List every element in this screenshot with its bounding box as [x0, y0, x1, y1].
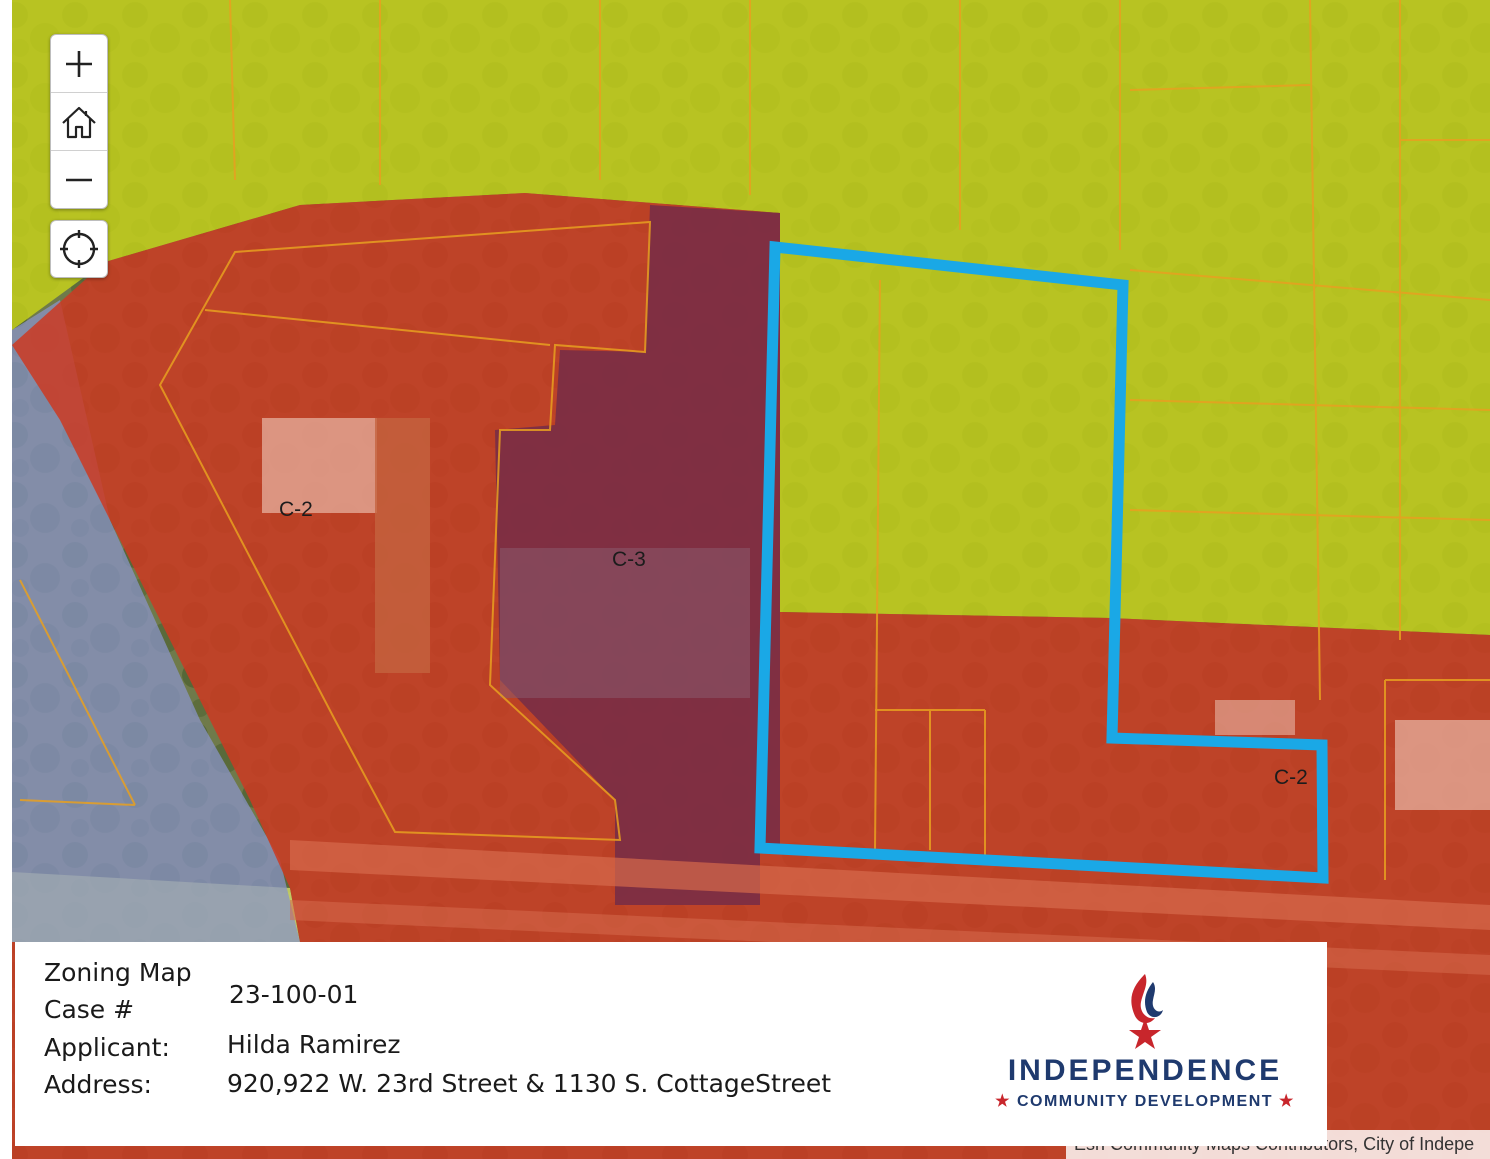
applicant-value: Hilda Ramirez — [227, 1030, 401, 1059]
zoom-in-button[interactable] — [51, 35, 107, 93]
crosshair-icon — [60, 230, 98, 268]
map-controls — [50, 34, 108, 209]
minus-icon — [66, 178, 92, 181]
plus-icon — [66, 50, 92, 77]
applicant-label: Applicant: — [44, 1033, 170, 1062]
brand-subtitle: COMMUNITY DEVELOPMENT — [1016, 1093, 1274, 1110]
home-button[interactable] — [51, 93, 107, 151]
address-label: Address: — [44, 1070, 152, 1099]
case-label: Case # — [44, 995, 135, 1024]
zone-label-c2-east: C-2 — [1274, 766, 1308, 789]
address-value: 920,922 W. 23rd Street & 1130 S. Cottage… — [227, 1069, 832, 1098]
zoom-out-button[interactable] — [51, 151, 107, 208]
home-icon — [62, 106, 96, 138]
legend-title: Zoning Map — [44, 958, 192, 987]
zone-label-c3: C-3 — [612, 548, 646, 571]
brand-name: INDEPENDENCE — [1007, 1054, 1283, 1087]
case-value: 23-100-01 — [229, 980, 359, 1009]
star-icon: ★ — [995, 1093, 1011, 1110]
zone-label-c2-west: C-2 — [279, 498, 313, 521]
brand-subtitle-line: ★ COMMUNITY DEVELOPMENT ★ — [982, 1091, 1308, 1111]
map-legend-panel: Zoning Map Case # 23-100-01 Applicant: H… — [15, 942, 1327, 1146]
flame-star-icon — [1129, 974, 1163, 1049]
subject-parcel-outline — [754, 240, 1329, 884]
map-left-edge — [0, 0, 12, 1159]
star-icon: ★ — [1279, 1093, 1295, 1110]
independence-logo: INDEPENDENCE ★ COMMUNITY DEVELOPMENT ★ — [982, 972, 1308, 1122]
locate-button[interactable] — [50, 220, 108, 278]
